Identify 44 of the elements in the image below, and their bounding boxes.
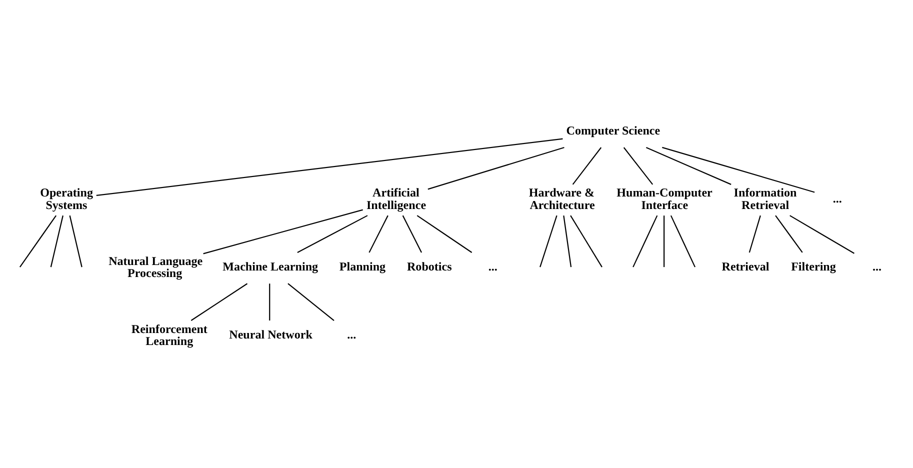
connector bbox=[203, 209, 363, 254]
connector bbox=[646, 147, 732, 185]
node-text: Information Retrieval bbox=[734, 186, 797, 212]
connector bbox=[96, 138, 563, 196]
connector bbox=[572, 147, 602, 185]
node-text: Reinforcement Learning bbox=[131, 322, 208, 348]
connector bbox=[623, 147, 654, 185]
connector bbox=[19, 215, 57, 268]
node-text: Hardware & Architecture bbox=[528, 186, 595, 212]
connector bbox=[775, 215, 803, 253]
node-text: Machine Learning bbox=[222, 259, 318, 274]
node-text: ... bbox=[347, 327, 356, 342]
connector bbox=[563, 215, 572, 268]
connector bbox=[288, 283, 334, 321]
connector bbox=[790, 215, 854, 254]
node-text: Artificial Intelligence bbox=[366, 186, 426, 212]
connector bbox=[50, 215, 64, 268]
node-text: Computer Science bbox=[566, 123, 660, 138]
connector bbox=[632, 215, 658, 268]
node-text: Neural Network bbox=[229, 327, 312, 342]
node-text: Retrieval bbox=[722, 259, 770, 274]
connector bbox=[368, 215, 388, 253]
node-text: Natural Language Processing bbox=[108, 254, 203, 280]
node-text: Operating Systems bbox=[40, 186, 93, 212]
connector bbox=[416, 215, 472, 253]
node-text: ... bbox=[488, 259, 498, 274]
connector bbox=[664, 216, 665, 268]
connector bbox=[662, 146, 815, 193]
node-text: Robotics bbox=[406, 259, 452, 274]
connector bbox=[297, 215, 368, 253]
node-text: Planning bbox=[339, 259, 386, 274]
node-text: ... bbox=[832, 191, 842, 206]
connector bbox=[69, 215, 82, 268]
node-text: ... bbox=[872, 259, 882, 274]
connector bbox=[402, 215, 422, 253]
connector bbox=[190, 283, 248, 321]
node-text: Human-Computer Interface bbox=[616, 186, 712, 212]
connector bbox=[570, 215, 602, 268]
connector bbox=[428, 146, 564, 190]
connector bbox=[269, 284, 270, 321]
connector bbox=[540, 215, 558, 268]
node-text: Filtering bbox=[791, 259, 836, 274]
connector bbox=[748, 215, 761, 253]
connector bbox=[670, 215, 696, 268]
